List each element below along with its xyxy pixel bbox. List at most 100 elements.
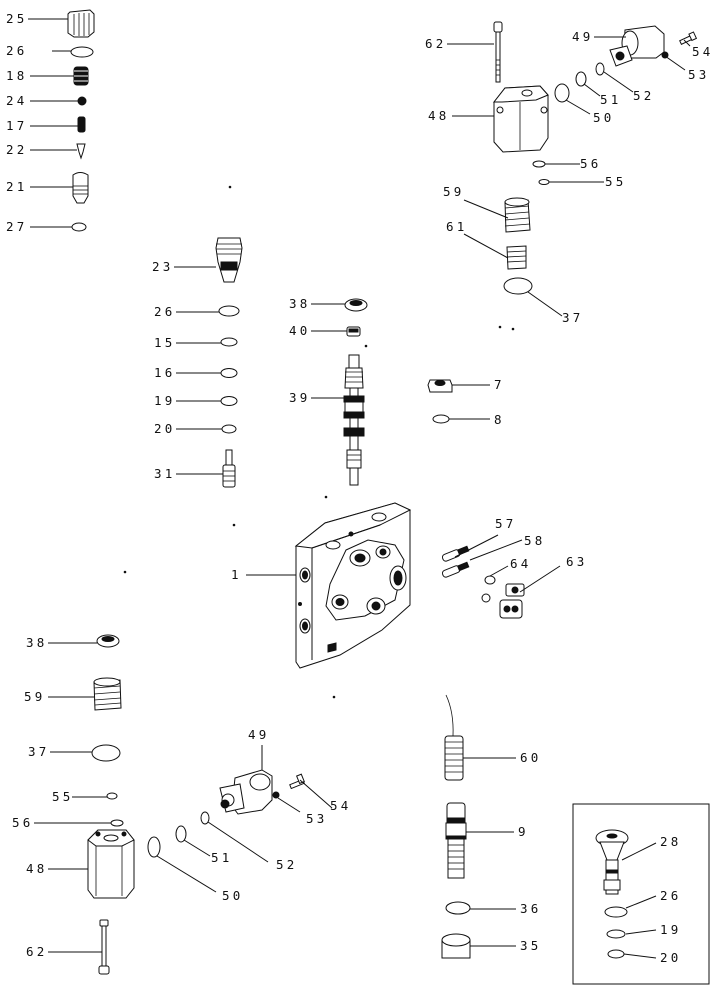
callout-labels: 25 26 18 24 17 22 21 27 23 26 15 16 19 2… [6, 11, 713, 965]
part-60-solenoid-stem [444, 694, 464, 781]
callout-53: 53 [688, 67, 709, 82]
part-24-plug [77, 96, 87, 106]
leaders-center [311, 303, 347, 399]
part-19-oring-detail [606, 929, 626, 939]
callout-38-b: 38 [26, 635, 47, 650]
part-26-oring-detail [604, 906, 628, 918]
callout-62: 62 [425, 36, 446, 51]
part-26-oring-b [218, 305, 240, 317]
callout-55: 55 [605, 174, 626, 189]
callout-51-b: 51 [211, 850, 232, 865]
part-59-spring-b [93, 677, 122, 711]
part-7-plug [427, 379, 453, 393]
callout-31: 31 [154, 466, 175, 481]
callout-1: 1 [231, 567, 242, 582]
part-20-oring-detail [607, 949, 625, 959]
callout-64: 64 [510, 556, 531, 571]
part-52-oring-top [595, 62, 605, 76]
callout-16: 16 [154, 365, 175, 380]
part-16-oring [220, 368, 238, 378]
leaders-center-bottom [156, 745, 333, 893]
callout-50-b: 50 [222, 888, 243, 903]
callout-51: 51 [600, 92, 621, 107]
leaders-top-right [447, 36, 691, 317]
callout-53-b: 53 [306, 811, 327, 826]
part-20-oring [221, 424, 237, 434]
callout-40: 40 [289, 323, 310, 338]
callout-24: 24 [6, 93, 27, 108]
callout-52-b: 52 [276, 857, 297, 872]
callout-58: 58 [524, 533, 545, 548]
part-48-cover-top [492, 85, 549, 153]
callout-7: 7 [494, 377, 505, 392]
callout-48-b: 48 [26, 861, 47, 876]
callout-23: 23 [152, 259, 173, 274]
part-38-retainer-b [96, 634, 120, 648]
part-54-screw-top [679, 31, 698, 46]
callout-59-b: 59 [24, 689, 45, 704]
leaders-right-bottom [463, 757, 516, 947]
part-1-valve-body [294, 502, 412, 669]
part-37-oring-b [91, 744, 121, 762]
callout-36: 36 [520, 901, 541, 916]
callout-15: 15 [154, 335, 175, 350]
part-50-oring-b [147, 836, 161, 858]
callout-20: 20 [154, 421, 175, 436]
callout-52: 52 [633, 88, 654, 103]
callout-55-b: 55 [52, 789, 73, 804]
part-53-nut-b [272, 791, 280, 799]
part-56-oring-b [110, 819, 124, 827]
callout-38: 38 [289, 296, 310, 311]
callout-26: 26 [6, 43, 27, 58]
callout-26-b: 26 [154, 304, 175, 319]
part-52-oring-b [200, 811, 210, 825]
part-57-pins [441, 549, 461, 578]
part-31-pin [222, 449, 236, 488]
callout-37-b: 37 [28, 744, 49, 759]
part-56-oring-top [532, 160, 546, 168]
callout-17: 17 [6, 118, 27, 133]
part-9-cartridge [445, 802, 467, 879]
callout-61: 61 [446, 219, 467, 234]
callout-63: 63 [566, 554, 587, 569]
part-21-seat [72, 172, 89, 204]
part-23-valve-cartridge [215, 237, 243, 283]
callout-37: 37 [562, 310, 583, 325]
part-18-spring [73, 66, 89, 86]
leaders-left-top [28, 18, 78, 228]
part-62-bolt-top [493, 21, 503, 83]
callout-19-c: 19 [660, 922, 681, 937]
callout-27: 27 [6, 219, 27, 234]
leaders-left-bottom [34, 642, 111, 953]
part-63-connector [499, 583, 525, 619]
callout-28: 28 [660, 834, 681, 849]
callout-49: 49 [572, 29, 593, 44]
part-39-spool [343, 354, 365, 486]
part-54-screw-b [289, 773, 305, 790]
part-55-oring-top [538, 179, 550, 185]
callout-54: 54 [692, 44, 713, 59]
callout-25: 25 [6, 11, 27, 26]
part-15-oring [220, 337, 238, 347]
callout-57: 57 [495, 516, 516, 531]
callout-19: 19 [154, 393, 175, 408]
part-50-oring-top [554, 83, 570, 103]
callout-54-b: 54 [330, 798, 351, 813]
part-64-washers [481, 575, 496, 603]
callout-9: 9 [518, 824, 529, 839]
part-28-plug-assembly [595, 829, 629, 895]
callout-56-b: 56 [12, 815, 33, 830]
callout-26-c: 26 [660, 888, 681, 903]
leaders-right-mid [454, 534, 561, 593]
callout-8: 8 [494, 412, 505, 427]
callout-39: 39 [289, 390, 310, 405]
callout-48: 48 [428, 108, 449, 123]
callout-50: 50 [593, 110, 614, 125]
callout-59: 59 [443, 184, 464, 199]
part-27-oring [71, 222, 87, 232]
part-61-spring-top [506, 245, 527, 270]
callout-62-b: 62 [26, 944, 47, 959]
leaders-detail [621, 842, 657, 959]
part-22-poppet [76, 143, 86, 160]
part-49-solenoid-b [219, 769, 273, 815]
